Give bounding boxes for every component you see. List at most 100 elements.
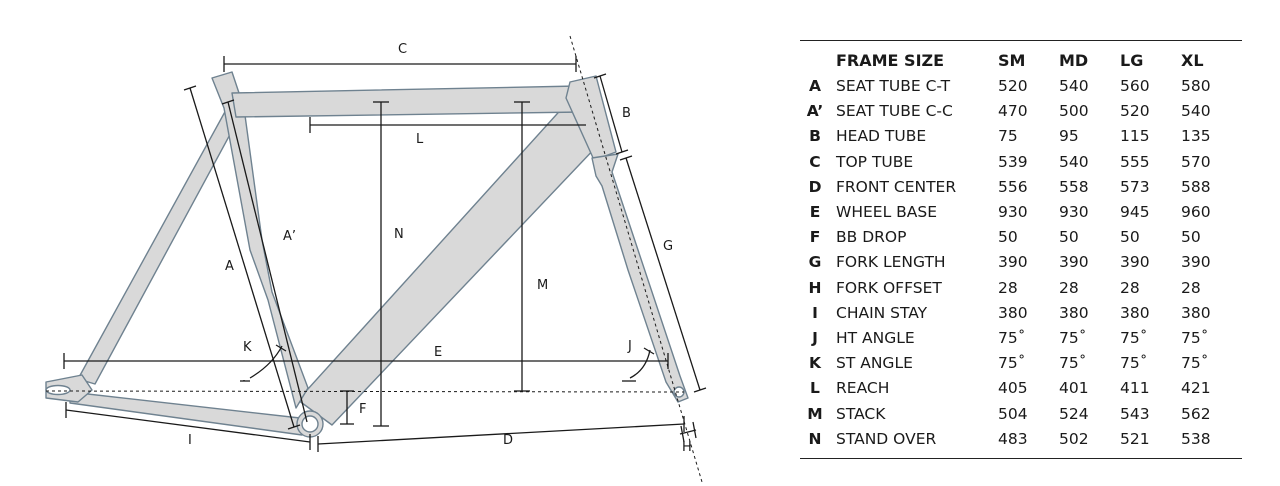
table-row: N STAND OVER 483 502 521 538 — [800, 427, 1242, 459]
row-name: TOP TUBE — [836, 152, 914, 171]
row-name: FORK LENGTH — [836, 253, 946, 272]
row-name: ST ANGLE — [836, 354, 913, 373]
row-value-sm: 539 — [998, 152, 1028, 171]
row-letter: E — [809, 203, 821, 222]
row-value-lg: 75˚ — [1120, 328, 1148, 347]
row-value-md: 75˚ — [1059, 354, 1087, 373]
row-value-lg: 521 — [1120, 429, 1150, 448]
label-a-prime: A’ — [283, 229, 296, 244]
row-value-xl: 380 — [1181, 303, 1211, 322]
row-name: SEAT TUBE C-C — [836, 102, 953, 121]
row-value-sm: 930 — [998, 203, 1028, 222]
row-value-md: 380 — [1059, 303, 1089, 322]
row-name: SEAT TUBE C-T — [836, 77, 951, 96]
label-g: G — [663, 239, 673, 254]
label-e: E — [434, 345, 442, 360]
table-row: D FRONT CENTER 556 558 573 588 — [800, 175, 1242, 200]
label-h: H — [682, 440, 692, 455]
row-letter: D — [808, 177, 822, 196]
frame-geometry-diagram: C B L N A’ G A M K E J F I D H — [45, 35, 707, 483]
row-value-xl: 588 — [1181, 177, 1211, 196]
row-value-lg: 555 — [1120, 152, 1150, 171]
fork-blade — [591, 153, 689, 403]
row-value-sm: 483 — [998, 429, 1028, 448]
row-value-xl: 75˚ — [1181, 328, 1209, 347]
label-i: I — [188, 433, 192, 448]
row-value-sm: 380 — [998, 303, 1028, 322]
row-value-sm: 470 — [998, 102, 1028, 121]
row-value-sm: 556 — [998, 177, 1028, 196]
row-letter: J — [812, 328, 818, 347]
label-c: C — [398, 42, 407, 57]
row-name: FRONT CENTER — [836, 177, 957, 196]
row-value-md: 28 — [1059, 278, 1079, 297]
row-value-lg: 390 — [1120, 253, 1150, 272]
row-letter: N — [808, 429, 822, 448]
row-value-xl: 538 — [1181, 429, 1211, 448]
row-value-sm: 520 — [998, 77, 1028, 96]
row-name: HT ANGLE — [836, 328, 915, 347]
row-value-md: 930 — [1059, 203, 1089, 222]
row-value-lg: 50 — [1120, 228, 1140, 247]
row-value-md: 524 — [1059, 404, 1089, 423]
seat-stay — [77, 98, 241, 385]
frame-tubes — [45, 71, 689, 438]
row-value-lg: 380 — [1120, 303, 1150, 322]
row-name: BB DROP — [836, 228, 907, 247]
row-letter: H — [808, 278, 822, 297]
row-letter: I — [812, 303, 818, 322]
row-value-xl: 562 — [1181, 404, 1211, 423]
row-value-lg: 573 — [1120, 177, 1150, 196]
row-value-lg: 411 — [1120, 379, 1150, 398]
label-l: L — [416, 132, 424, 147]
row-name: WHEEL BASE — [836, 203, 937, 222]
row-letter: M — [807, 404, 823, 423]
row-value-sm: 75˚ — [998, 354, 1026, 373]
row-value-md: 500 — [1059, 102, 1089, 121]
bottom-bracket-shell — [301, 415, 319, 433]
row-value-xl: 135 — [1181, 127, 1211, 146]
header-letter — [800, 40, 836, 74]
row-value-lg: 75˚ — [1120, 354, 1148, 373]
row-name: STACK — [836, 404, 886, 423]
row-value-md: 502 — [1059, 429, 1089, 448]
row-name: HEAD TUBE — [836, 127, 927, 146]
row-letter: L — [810, 379, 820, 398]
header-lg: LG — [1120, 40, 1181, 74]
header-sm: SM — [998, 40, 1059, 74]
row-value-sm: 504 — [998, 404, 1028, 423]
label-a: A — [225, 259, 234, 274]
row-value-md: 75˚ — [1059, 328, 1087, 347]
label-b: B — [622, 106, 631, 121]
row-name: STAND OVER — [836, 429, 937, 448]
row-value-xl: 421 — [1181, 379, 1211, 398]
row-value-xl: 28 — [1181, 278, 1201, 297]
label-f: F — [359, 402, 366, 417]
row-value-xl: 75˚ — [1181, 354, 1209, 373]
header-frame-size: FRAME SIZE — [836, 40, 998, 74]
row-value-lg: 520 — [1120, 102, 1150, 121]
row-value-lg: 560 — [1120, 77, 1150, 96]
row-value-lg: 28 — [1120, 278, 1140, 297]
row-value-md: 558 — [1059, 177, 1089, 196]
row-value-lg: 945 — [1120, 203, 1150, 222]
row-letter: A’ — [806, 102, 824, 121]
row-value-sm: 390 — [998, 253, 1028, 272]
label-m: M — [537, 278, 548, 293]
rear-axle — [45, 384, 71, 396]
row-name: FORK OFFSET — [836, 278, 942, 297]
row-value-md: 390 — [1059, 253, 1089, 272]
label-d: D — [503, 433, 513, 448]
